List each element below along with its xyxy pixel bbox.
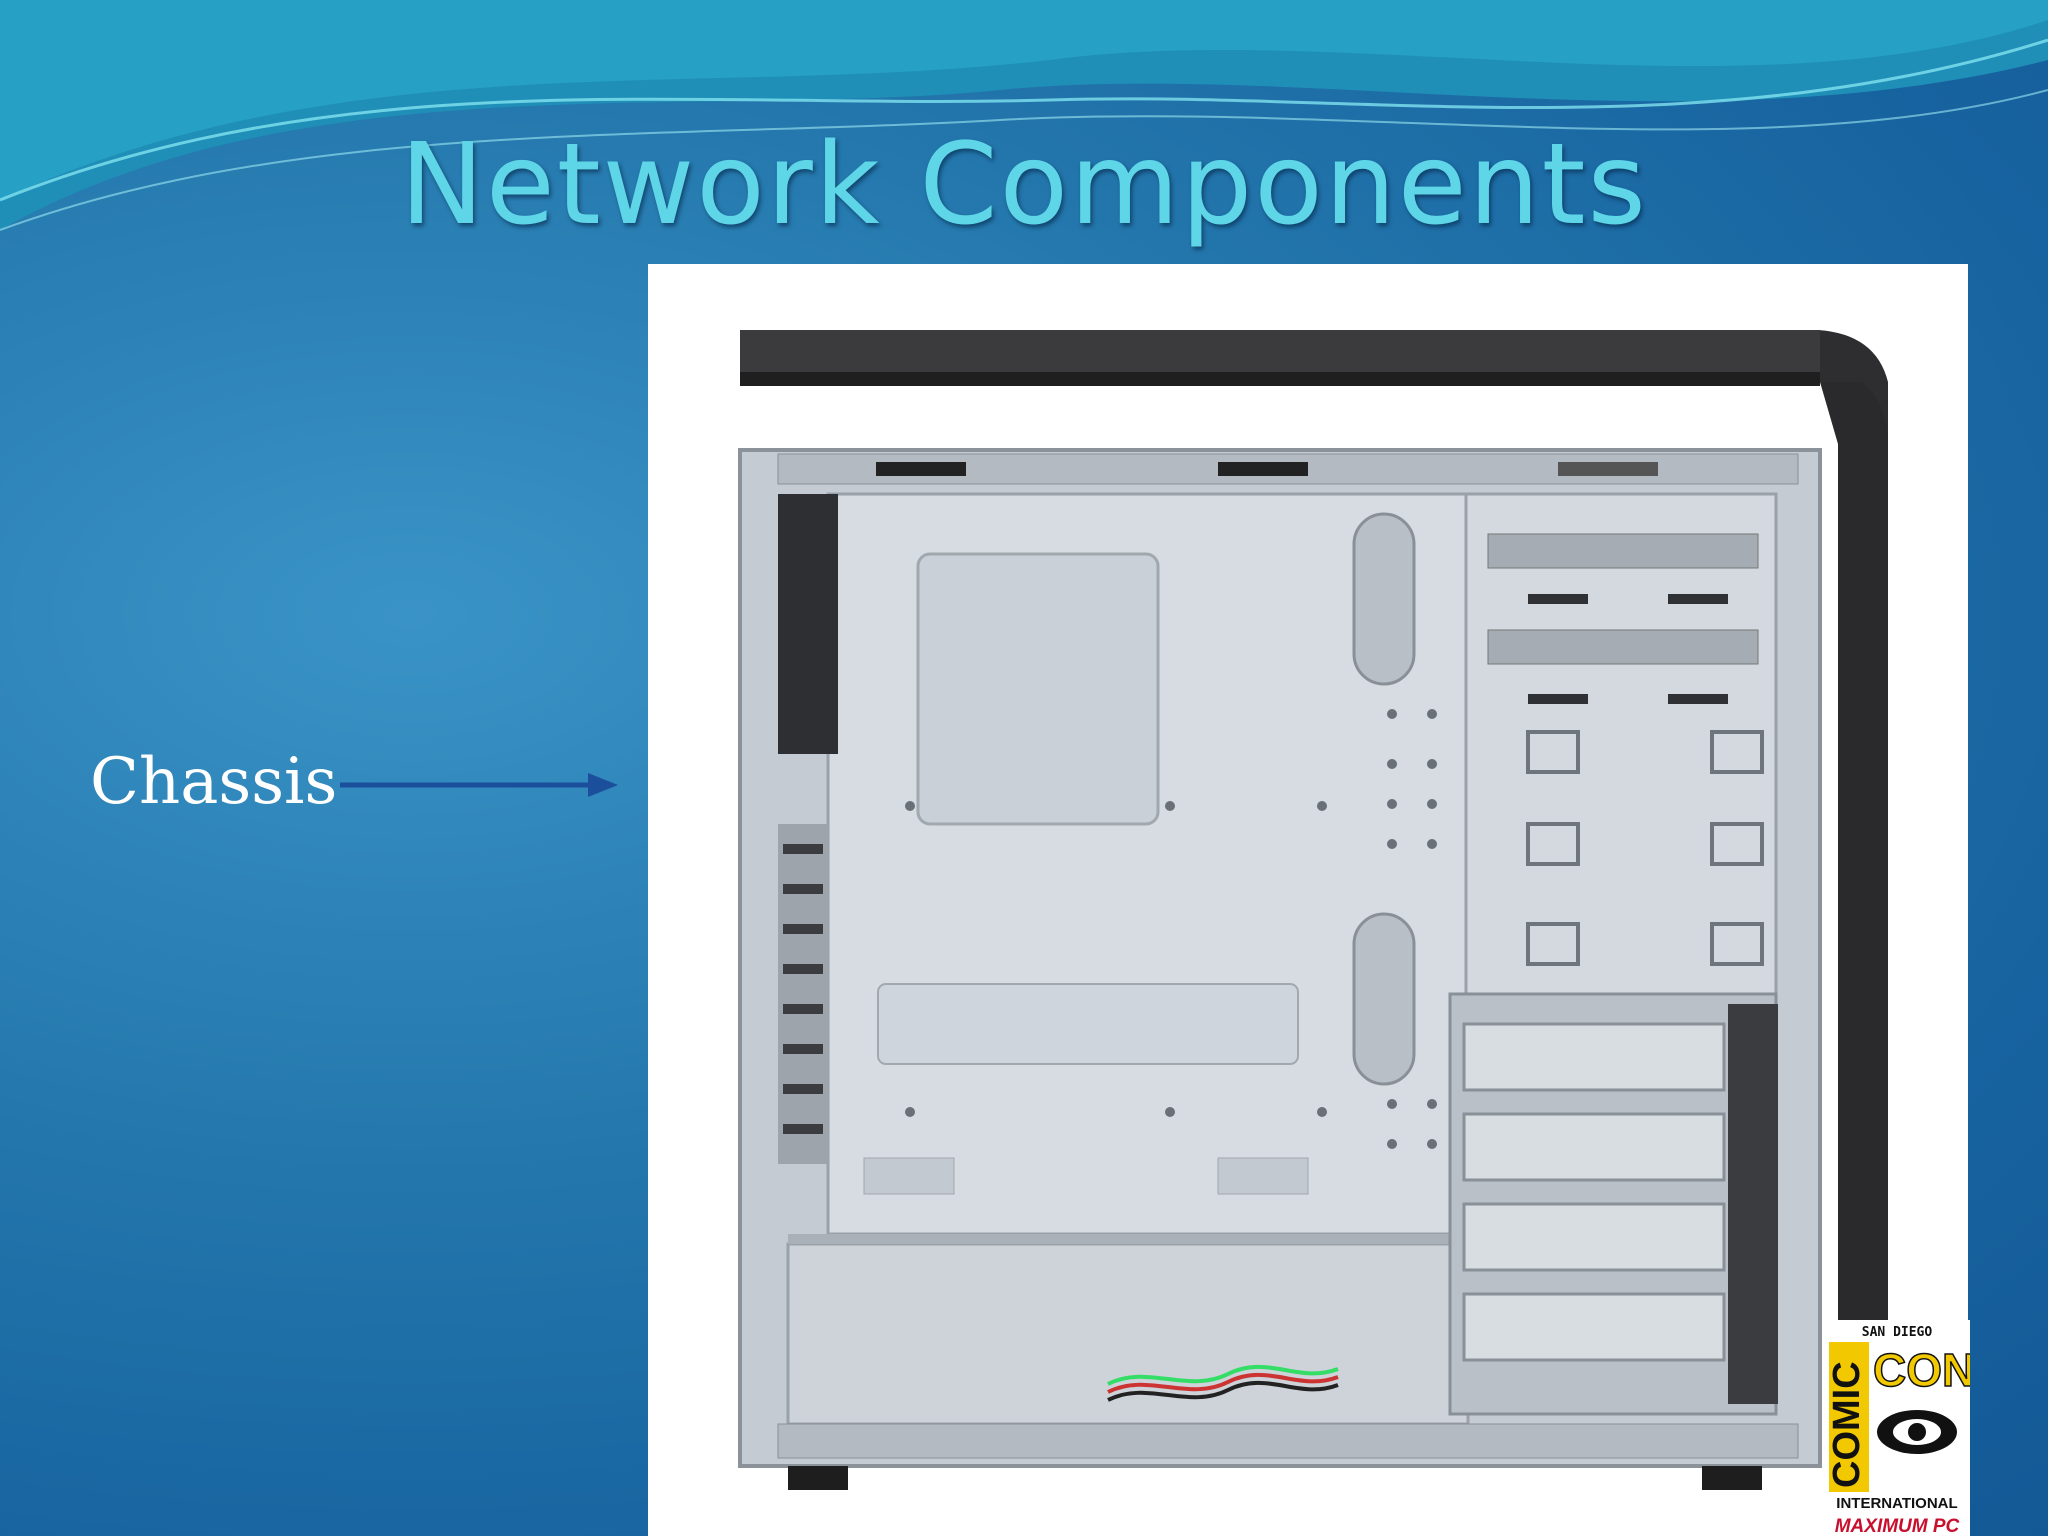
svg-text:CON: CON <box>1873 1344 1970 1396</box>
pointer-arrow <box>340 773 618 797</box>
chassis-photo <box>648 264 1968 1536</box>
svg-text:SAN DIEGO: SAN DIEGO <box>1862 1325 1933 1340</box>
header-waves <box>0 0 2048 231</box>
chassis-label: Chassis <box>90 745 338 819</box>
svg-text:MAXIMUM PC: MAXIMUM PC <box>1835 1516 1960 1536</box>
svg-text:INTERNATIONAL: INTERNATIONAL <box>1836 1495 1957 1512</box>
slide-title: Network Components <box>400 120 1648 250</box>
computer-case-image <box>738 330 1888 1490</box>
svg-text:COMIC: COMIC <box>1826 1361 1868 1488</box>
comic-con-logo: SAN DIEGO COMIC CON INTERNATIONAL MAXIMU… <box>1825 1320 1970 1536</box>
